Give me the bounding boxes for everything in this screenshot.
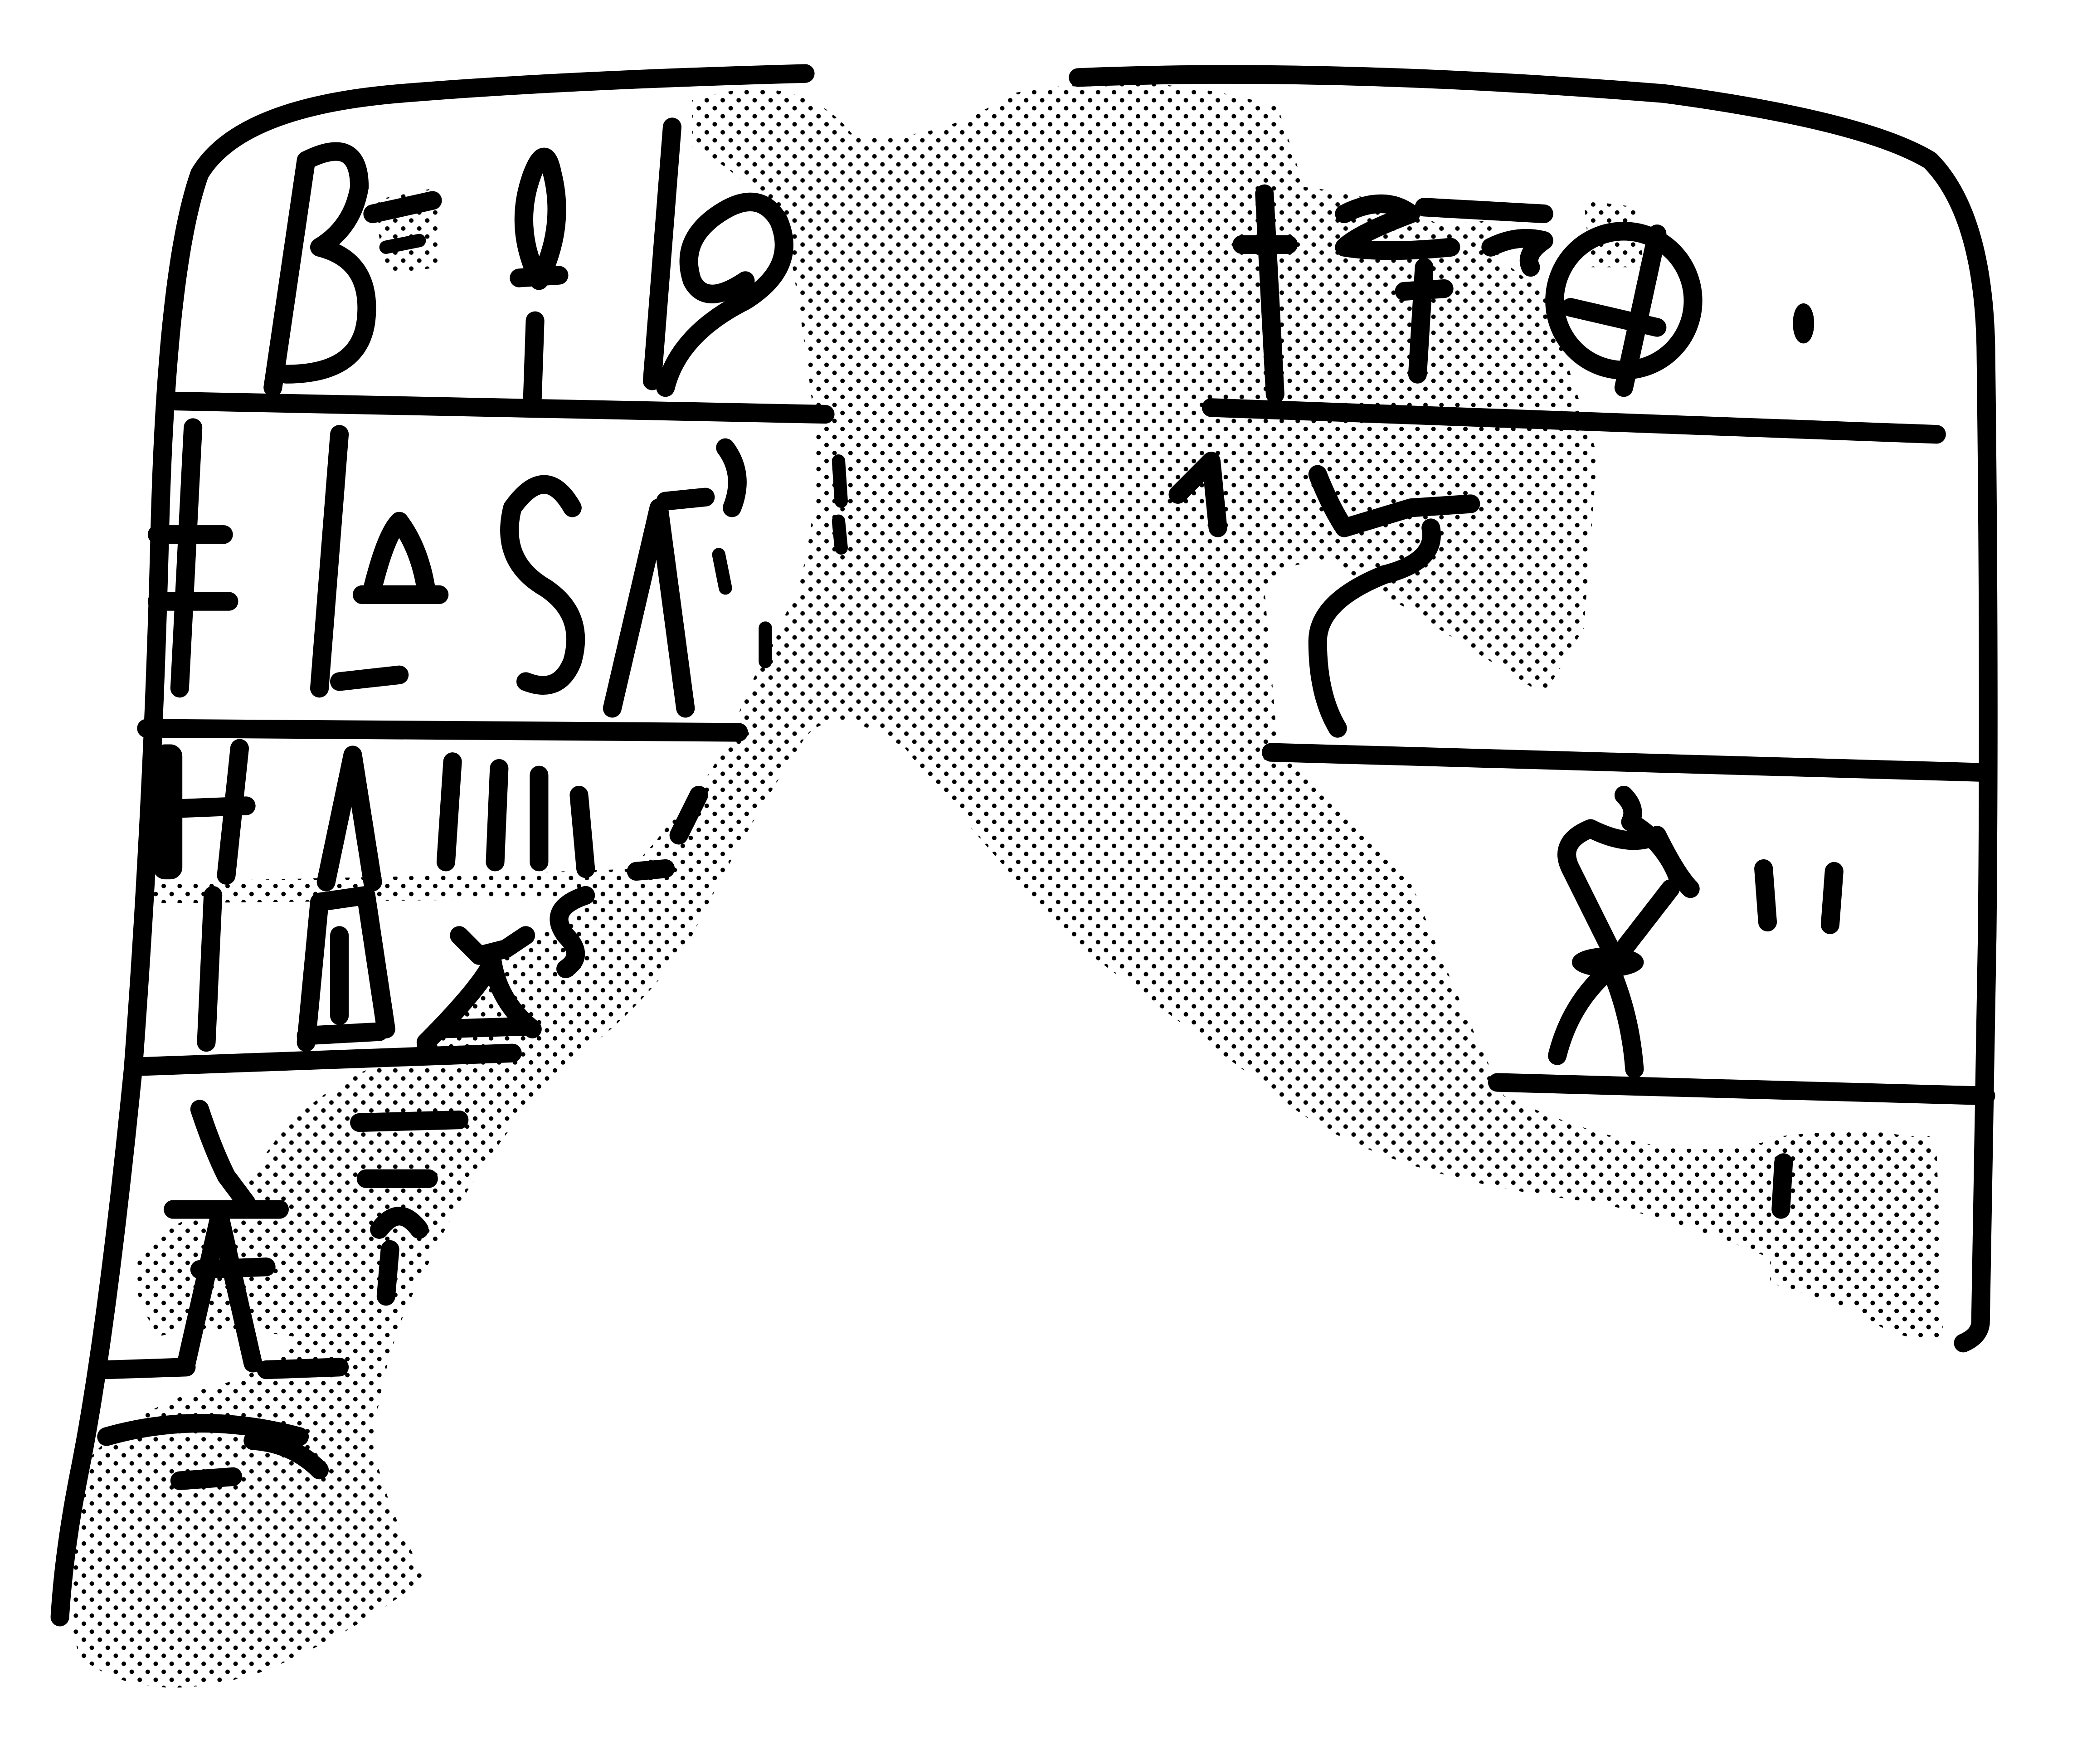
sign-row-4-left bbox=[97, 1100, 469, 1490]
sign-row-3-right bbox=[1548, 785, 1844, 1079]
sign-row-1-right bbox=[1232, 184, 1815, 404]
sign-row-4-right bbox=[1771, 1153, 1793, 1219]
sign-row-3-left bbox=[153, 739, 708, 1052]
sign-row-2-right bbox=[1168, 452, 1480, 738]
sign-row-2-left bbox=[147, 418, 848, 718]
ruling-lines-right bbox=[1202, 398, 1995, 1106]
sign-row-1-left bbox=[263, 117, 793, 408]
tablet-outline-right bbox=[1069, 65, 1998, 1353]
ruling-lines-left bbox=[134, 391, 835, 1076]
